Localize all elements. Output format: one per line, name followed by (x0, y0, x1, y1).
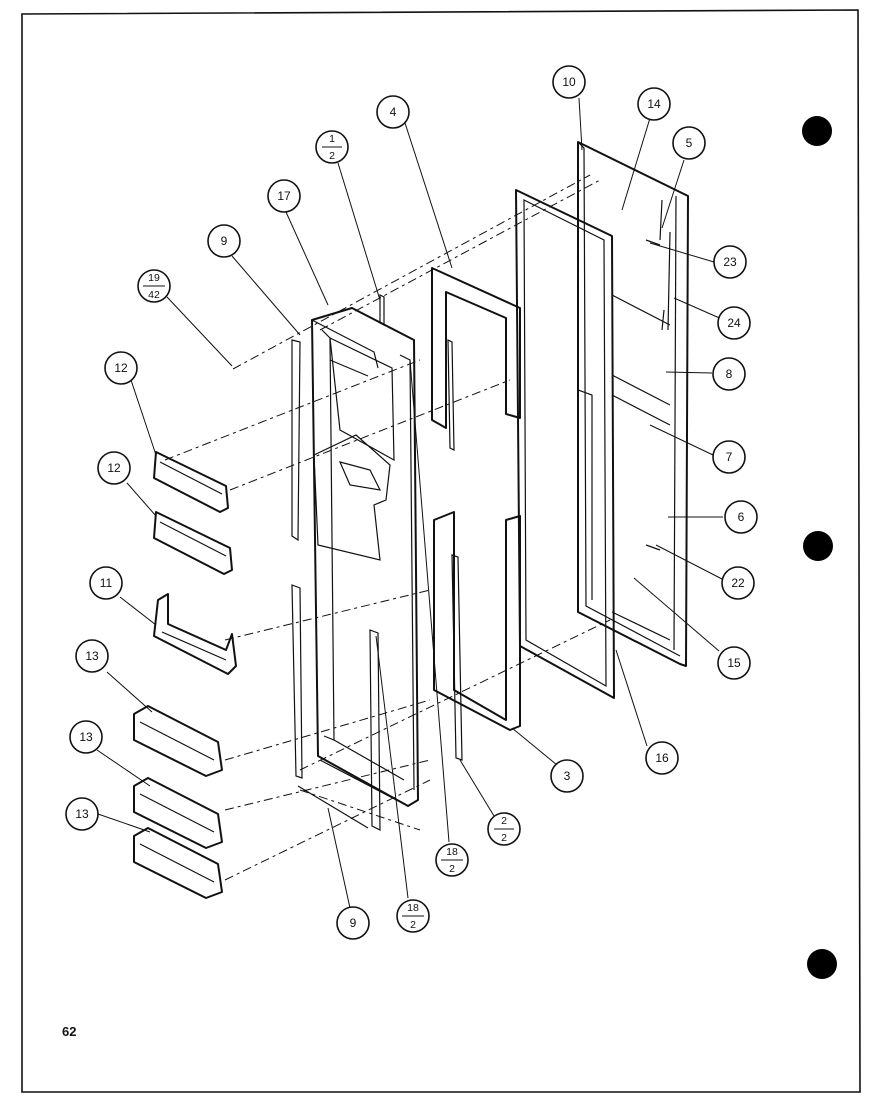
callout-9-bottom: 9 (336, 906, 370, 940)
door-gasket (515, 150, 615, 699)
svg-text:11: 11 (100, 576, 113, 590)
svg-text:17: 17 (277, 189, 291, 203)
callout-15: 15 (717, 646, 751, 680)
svg-text:2: 2 (410, 919, 416, 931)
callout-12-lower: 12 (97, 451, 131, 485)
bin-shelf-12-lower (153, 511, 233, 575)
callout-23: 23 (713, 245, 747, 279)
callout-3: 3 (550, 759, 584, 793)
svg-text:13: 13 (85, 649, 99, 663)
bin-13-bottom (133, 827, 223, 899)
callout-9-top: 9 (207, 224, 241, 258)
svg-text:8: 8 (726, 367, 733, 381)
svg-text:19: 19 (148, 272, 160, 284)
svg-text:12: 12 (107, 461, 121, 475)
callout-13-top: 13 (75, 639, 109, 673)
bin-shelf-12-upper (153, 451, 229, 513)
svg-text:12: 12 (114, 361, 128, 375)
door-liner-frame (431, 267, 521, 761)
svg-text:2: 2 (501, 832, 507, 844)
svg-text:3: 3 (564, 769, 571, 783)
bin-13-top (133, 705, 223, 777)
door-outer-panel (577, 141, 689, 667)
bin-13-middle (133, 777, 223, 849)
svg-text:14: 14 (647, 97, 661, 111)
svg-text:7: 7 (726, 450, 733, 464)
callout-13-bottom: 13 (65, 797, 99, 831)
callout-16: 16 (645, 741, 679, 775)
svg-text:24: 24 (727, 316, 741, 330)
svg-text:4: 4 (390, 105, 397, 119)
callout-12-upper: 12 (104, 351, 138, 385)
page-border (21, 9, 861, 1093)
leader-lines (96, 97, 725, 909)
inner-door-liner (291, 294, 419, 831)
svg-text:10: 10 (562, 75, 576, 89)
binder-hole-bottom (807, 949, 837, 979)
svg-text:13: 13 (79, 730, 93, 744)
callout-14: 14 (637, 87, 671, 121)
svg-text:22: 22 (731, 576, 745, 590)
callout-18-over-2-b: 182 (396, 899, 430, 933)
svg-text:23: 23 (723, 255, 737, 269)
dairy-bin-11 (153, 593, 237, 675)
callout-1-over-2: 12 (315, 130, 349, 164)
page-number: 62 (62, 1024, 76, 1039)
callout-10: 10 (552, 65, 586, 99)
svg-text:18: 18 (446, 846, 458, 858)
svg-text:2: 2 (501, 815, 507, 827)
callout-18-over-2-a: 182 (435, 843, 469, 877)
callout-5: 5 (672, 126, 706, 160)
svg-text:9: 9 (350, 916, 357, 930)
svg-text:16: 16 (655, 751, 669, 765)
callout-2-over-2: 22 (487, 812, 521, 846)
callout-8: 8 (712, 357, 746, 391)
callout-24: 24 (717, 306, 751, 340)
svg-text:2: 2 (449, 863, 455, 875)
callout-7: 7 (712, 440, 746, 474)
svg-text:9: 9 (221, 234, 228, 248)
callout-22: 22 (721, 566, 755, 600)
svg-text:13: 13 (75, 807, 89, 821)
binder-hole-middle (803, 531, 833, 561)
svg-text:6: 6 (738, 510, 745, 524)
svg-text:2: 2 (329, 150, 335, 162)
callout-11: 11 (89, 566, 123, 600)
svg-text:5: 5 (686, 136, 693, 150)
callout-6: 6 (724, 500, 758, 534)
binder-hole-top (802, 116, 832, 146)
svg-text:42: 42 (148, 289, 160, 301)
callout-17: 17 (267, 179, 301, 213)
svg-text:18: 18 (407, 902, 419, 914)
alignment-lines (164, 174, 611, 881)
svg-text:1: 1 (329, 133, 335, 145)
svg-text:15: 15 (727, 656, 741, 670)
callout-4: 4 (376, 95, 410, 129)
callout-13-middle: 13 (69, 720, 103, 754)
